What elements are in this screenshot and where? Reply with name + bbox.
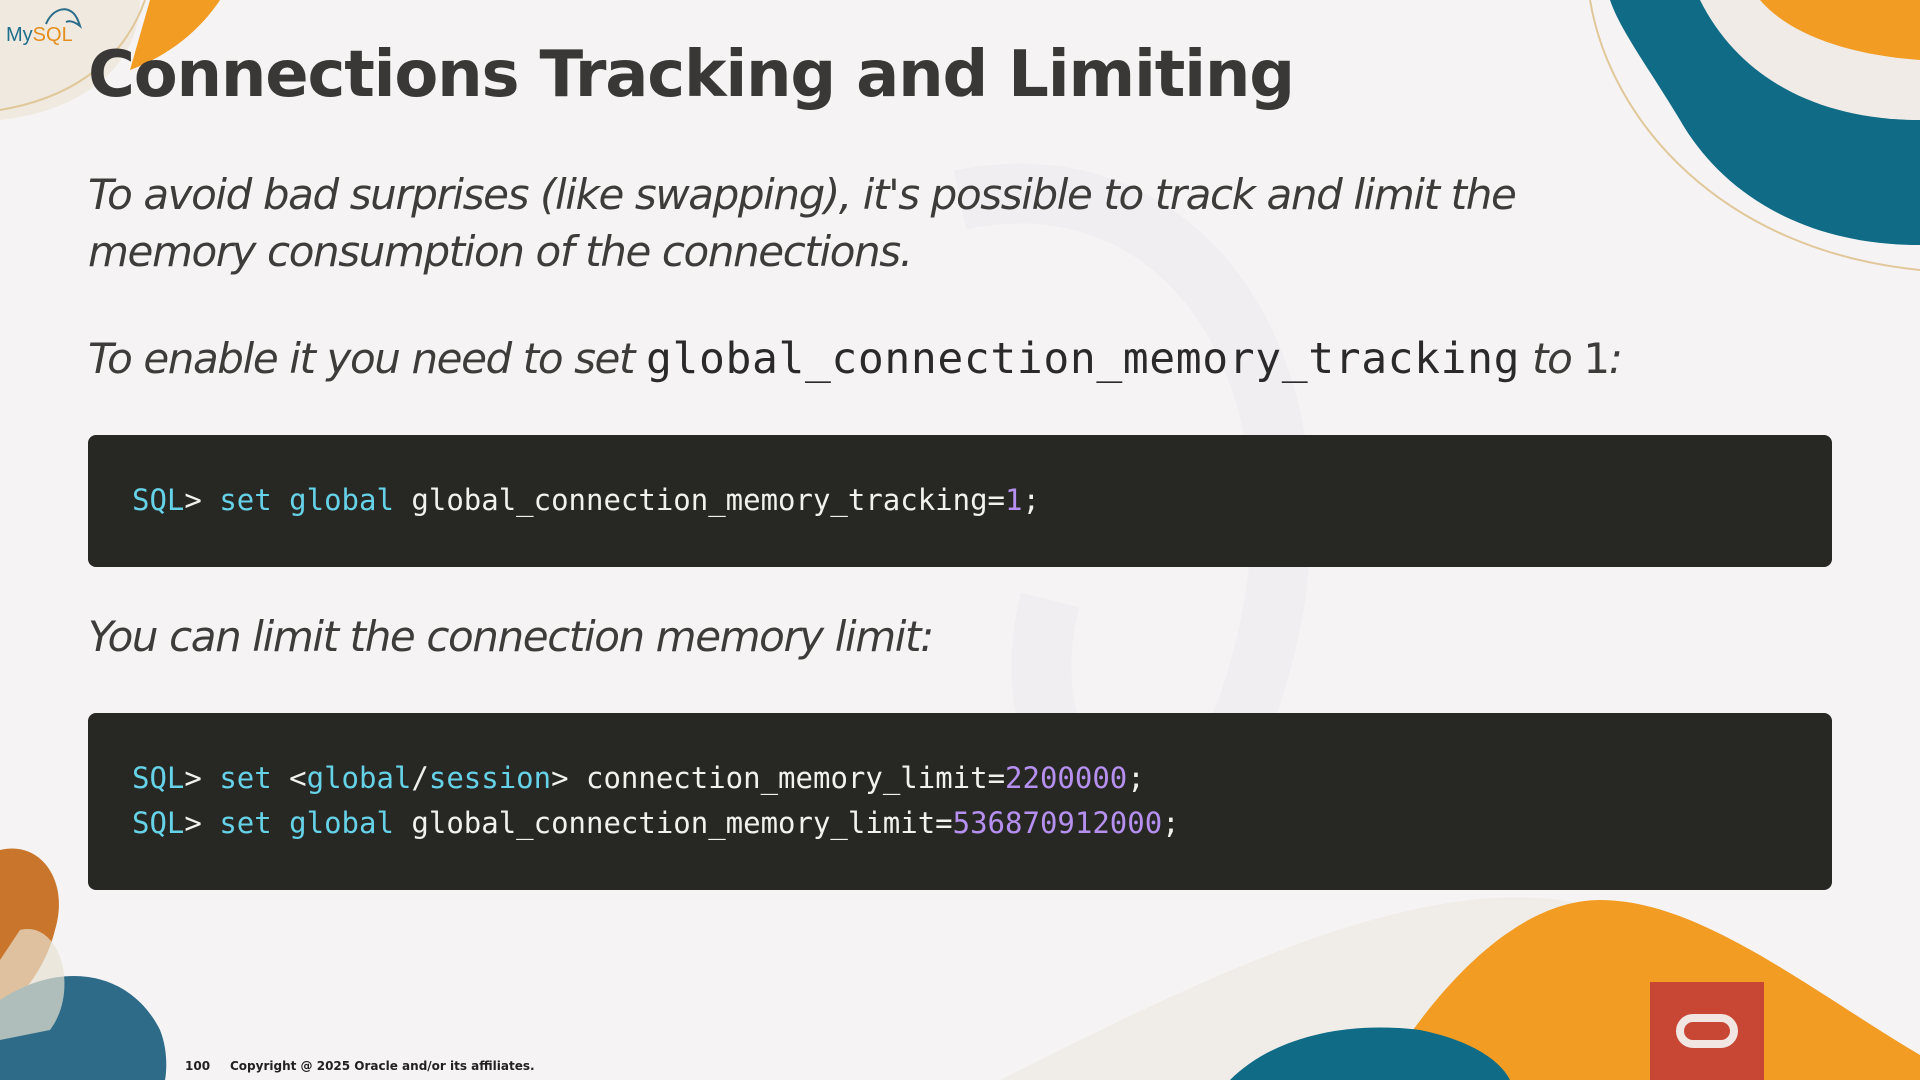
enable-value: 1 xyxy=(1583,334,1610,383)
code-block-tracking: SQL> set global global_connection_memory… xyxy=(88,435,1832,567)
limit-paragraph: You can limit the connection memory limi… xyxy=(88,612,934,661)
tracking-variable: global_connection_memory_tracking xyxy=(646,334,1521,384)
sql-prompt: SQL xyxy=(132,806,185,840)
enable-middle: to xyxy=(1520,334,1584,383)
logo-text-sql: SQL xyxy=(32,24,73,46)
keyword-global: global xyxy=(289,483,394,517)
scope-session: session xyxy=(428,761,552,795)
statement-end: ; xyxy=(1022,483,1040,517)
numeric-value: 536870912000 xyxy=(952,806,1163,840)
sql-prompt: SQL xyxy=(132,483,185,517)
oracle-logo xyxy=(1650,982,1764,1080)
keyword-global: global xyxy=(289,806,394,840)
code-block-limit: SQL> set <global/session> connection_mem… xyxy=(88,713,1832,890)
keyword-set: set xyxy=(219,761,272,795)
dolphin-icon xyxy=(45,8,82,29)
code-line: SQL> set global global_connection_memory… xyxy=(132,478,1832,523)
copyright-text: Copyright @ 2025 Oracle and/or its affil… xyxy=(230,1059,535,1073)
prompt-gt: > xyxy=(184,761,220,795)
code-line: SQL> set <global/session> connection_mem… xyxy=(132,756,1832,801)
prompt-gt: > xyxy=(184,806,220,840)
statement-end: ; xyxy=(1127,761,1145,795)
scope-slash: / xyxy=(411,761,429,795)
page-number: 100 xyxy=(185,1059,211,1073)
variable-assignment: global_connection_memory_limit= xyxy=(393,806,953,840)
keyword-set: set xyxy=(219,483,272,517)
enable-prefix: To enable it you need to set xyxy=(88,334,647,383)
logo-text-my: My xyxy=(6,24,33,46)
angle-open: < xyxy=(271,761,307,795)
enable-paragraph: To enable it you need to set global_conn… xyxy=(88,330,1648,388)
intro-paragraph: To avoid bad surprises (like swapping), … xyxy=(88,170,1517,276)
oracle-ring-icon xyxy=(1676,1014,1738,1048)
code-line: SQL> set global global_connection_memory… xyxy=(132,801,1832,846)
variable-assignment: connection_memory_limit= xyxy=(568,761,1006,795)
sql-prompt: SQL xyxy=(132,761,185,795)
mysql-logo: MySQL xyxy=(6,8,82,47)
slide-title: Connections Tracking and Limiting xyxy=(88,38,1295,112)
numeric-value: 1 xyxy=(1005,483,1023,517)
variable-assignment: global_connection_memory_tracking= xyxy=(393,483,1006,517)
prompt-gt: > xyxy=(184,483,220,517)
keyword-set: set xyxy=(219,806,272,840)
enable-suffix: : xyxy=(1608,334,1623,383)
numeric-value: 2200000 xyxy=(1005,761,1128,795)
scope-global: global xyxy=(306,761,412,795)
statement-end: ; xyxy=(1162,806,1180,840)
angle-close: > xyxy=(551,761,569,795)
